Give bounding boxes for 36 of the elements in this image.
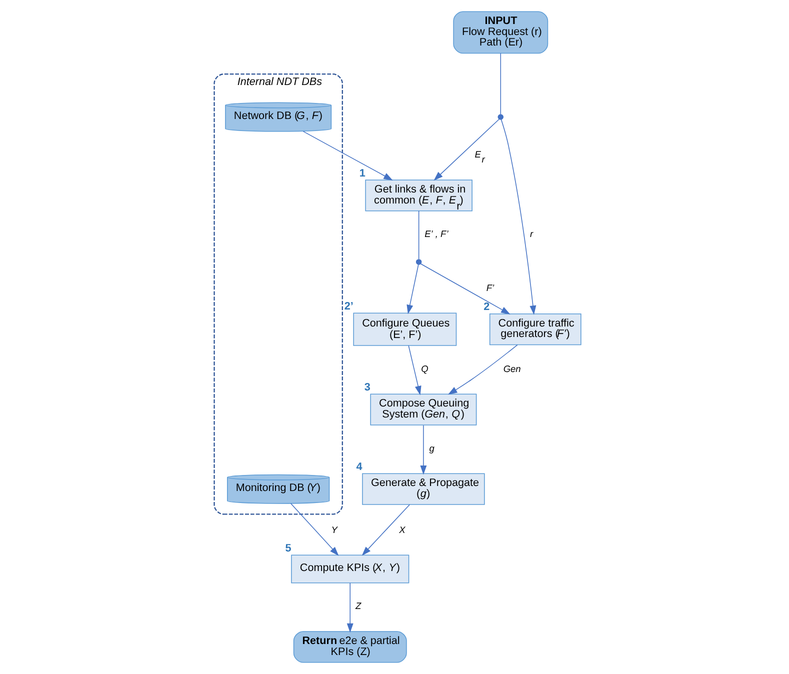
arrow <box>290 503 339 556</box>
node-label: 2 <box>484 301 490 314</box>
node-label: 4 <box>356 460 362 473</box>
edge-label: F’ <box>486 282 494 293</box>
arrow <box>448 344 518 395</box>
edge-label: r <box>530 229 534 240</box>
edge-label: E’ , F’ <box>424 229 448 240</box>
arrow <box>420 425 427 475</box>
node-box: Generate & Propagate (g) <box>362 473 485 505</box>
node-label: 2’ <box>344 300 354 312</box>
arrow <box>346 582 354 633</box>
node-box: INPUT Flow Request (r) Path (Er) <box>453 11 548 54</box>
arrow <box>406 264 419 314</box>
edge-label: Q <box>421 364 428 374</box>
edge-label: g <box>429 443 434 454</box>
node-box: Compute KPIs (X, Y) <box>291 554 410 584</box>
edge-label: Gen <box>503 364 521 374</box>
arrow <box>408 345 422 396</box>
arrow <box>362 504 410 556</box>
node-box: Configure Queues (E’, F’) <box>353 312 457 346</box>
connector <box>418 210 420 260</box>
node-label: 3 <box>364 381 370 394</box>
arrow <box>302 130 393 180</box>
node-label: 1 <box>359 167 366 180</box>
edge-label: Y <box>331 524 338 535</box>
arrow <box>434 118 500 181</box>
node-box: Compose Queuing System (Gen, Q) <box>370 394 477 426</box>
connector <box>500 52 502 115</box>
node-label: 5 <box>285 542 292 554</box>
node-box: Return e2e & partial KPIs (Z) <box>293 631 407 663</box>
edge-label: Z <box>356 601 362 612</box>
edge-label: X <box>399 524 406 535</box>
arrow <box>420 264 510 314</box>
arrow <box>500 119 536 315</box>
node-circle <box>416 259 422 265</box>
node-circle <box>498 114 504 120</box>
